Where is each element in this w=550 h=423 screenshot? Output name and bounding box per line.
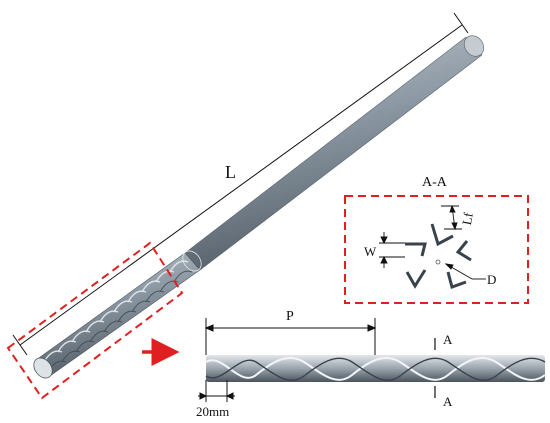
- twisted-strip-view: [205, 355, 546, 382]
- highlight-box: [6, 241, 184, 400]
- dimension-length-label: L: [225, 162, 236, 182]
- section-center: [435, 259, 441, 265]
- tube-assembly: [33, 35, 485, 379]
- twisted-strip-helix: [205, 356, 546, 381]
- twisted-strip-helix-dark: [205, 357, 546, 381]
- tube-twist-ridges: [43, 260, 189, 363]
- section-box: [344, 195, 529, 304]
- tube-open-end: [33, 357, 53, 379]
- tube-twisted-body: [35, 252, 201, 377]
- tube-twist-boundary: [182, 250, 202, 272]
- dimension-pitch-label: P: [286, 309, 294, 324]
- tube-twist-grooves: [47, 270, 193, 373]
- dimension-pitch: [204, 318, 377, 355]
- section-mark-top: A: [443, 332, 453, 347]
- diameter-label: D: [487, 272, 496, 287]
- scale-dimension: [198, 380, 235, 402]
- tube-smooth-body: [184, 36, 483, 271]
- scale-label: 20mm: [196, 404, 229, 419]
- width-dimension: [379, 232, 405, 268]
- tube-end-cap: [463, 35, 485, 57]
- section-mark-bottom: A: [443, 394, 453, 409]
- fin-length-dimension: [441, 204, 462, 231]
- fin-length-label: Lf: [459, 211, 476, 226]
- diameter-leader: [444, 263, 486, 280]
- width-label: W: [364, 244, 377, 259]
- dimension-length: [12, 12, 469, 356]
- section-fins: [405, 223, 472, 289]
- section-title: A-A: [422, 175, 448, 190]
